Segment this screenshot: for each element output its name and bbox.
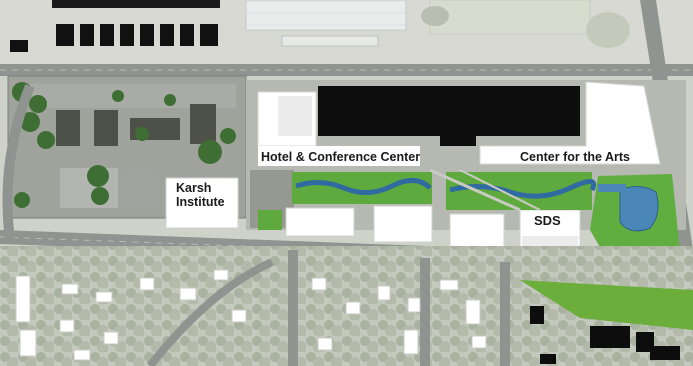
- road-north: [0, 64, 693, 76]
- karsh-label-line2: Institute: [176, 195, 225, 210]
- center-for-the-arts-label: Center for the Arts: [520, 150, 630, 164]
- north-field-east: [429, 0, 591, 35]
- sds-label: SDS: [534, 213, 561, 229]
- south-east-green: [520, 280, 693, 330]
- new-building-a: [285, 207, 355, 237]
- pond-water: [619, 186, 659, 232]
- new-building-b: [373, 205, 433, 243]
- west-office-building-4: [190, 104, 216, 144]
- road-west-curve: [2, 84, 35, 241]
- south-houses: [15, 269, 487, 361]
- green-belt-east: [446, 172, 592, 210]
- arts-building: [479, 81, 661, 165]
- hotel-conference-center-label: Hotel & Conference Center: [261, 150, 420, 164]
- hotel-label-text: Hotel & Conference Center: [261, 150, 421, 164]
- hotel-building-wing: [258, 146, 420, 166]
- karsh-institute-label: Karsh Institute: [176, 181, 225, 210]
- west-lot-trees: [12, 82, 236, 208]
- green-belt-west: [292, 172, 432, 204]
- west-office-building-1: [56, 110, 80, 146]
- sds-label-text: SDS: [534, 213, 561, 228]
- north-walkway: [281, 35, 379, 47]
- south-east-dark-buildings: [530, 306, 680, 364]
- karsh-label-line1: Karsh: [176, 181, 212, 195]
- arts-label-text: Center for the Arts: [520, 150, 630, 164]
- new-building-c: [449, 213, 505, 249]
- karsh-building: [165, 177, 239, 229]
- dark-main-building: [318, 86, 580, 136]
- west-office-building-2: [94, 110, 118, 146]
- sports-field-north: [245, 0, 407, 31]
- north-dark-buildings: [10, 0, 220, 52]
